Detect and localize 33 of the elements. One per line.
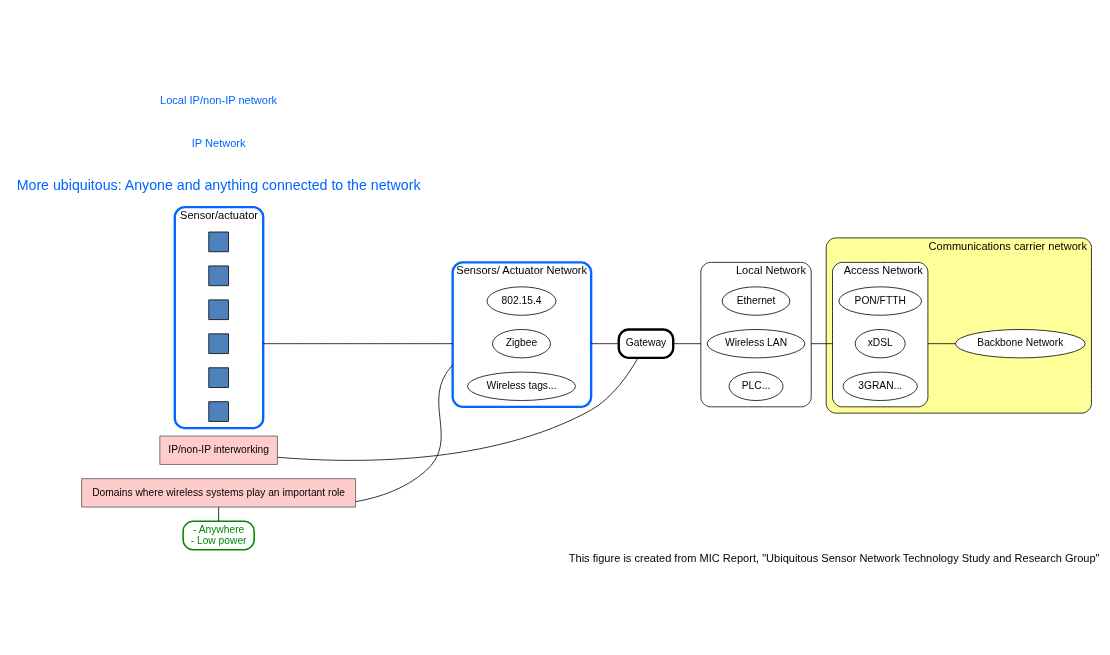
node-box: Domains where wireless systems play an important role — [81, 478, 356, 508]
cluster: Sensor/actuator — [173, 205, 265, 430]
connector — [355, 364, 454, 503]
label: IP Network — [191, 136, 246, 149]
connector — [262, 343, 454, 345]
node-box: Gateway — [617, 328, 675, 360]
node-box: - Anywhere - Low power — [182, 520, 255, 551]
node-box: IP/non-IP interworking — [159, 435, 278, 465]
label: More ubiquitous: Anyone and anything connected to the network — [16, 177, 421, 194]
caption: This figure is created from MIC Report, "Ubiquitous Sensor Network Technology Study and Research Group" — [568, 551, 1100, 564]
node-box — [208, 231, 229, 253]
node-ellipse: Zigbee — [492, 329, 551, 359]
node-box — [208, 367, 229, 388]
label: Local IP/non-IP network — [160, 94, 278, 107]
connector — [927, 343, 956, 345]
connector — [590, 343, 619, 345]
node-box — [208, 333, 229, 354]
node-box — [208, 299, 229, 320]
node-box — [208, 265, 229, 287]
node-ellipse: Wireless tags... — [467, 371, 576, 401]
node-box — [208, 401, 229, 422]
node-ellipse: PLC... — [728, 371, 784, 401]
connector — [277, 357, 639, 461]
node-ellipse: 802.15.4 — [486, 286, 557, 316]
node-ellipse: xDSL — [854, 329, 906, 359]
node-ellipse: Backbone Network — [955, 329, 1086, 359]
node-ellipse: Wireless LAN — [706, 329, 806, 359]
connector — [672, 343, 702, 345]
node-ellipse: Ethernet — [721, 286, 791, 316]
node-ellipse: 3GRAN... — [842, 371, 918, 401]
connector — [218, 506, 219, 522]
node-ellipse: PON/FTTH — [838, 286, 922, 316]
connector — [810, 343, 833, 345]
